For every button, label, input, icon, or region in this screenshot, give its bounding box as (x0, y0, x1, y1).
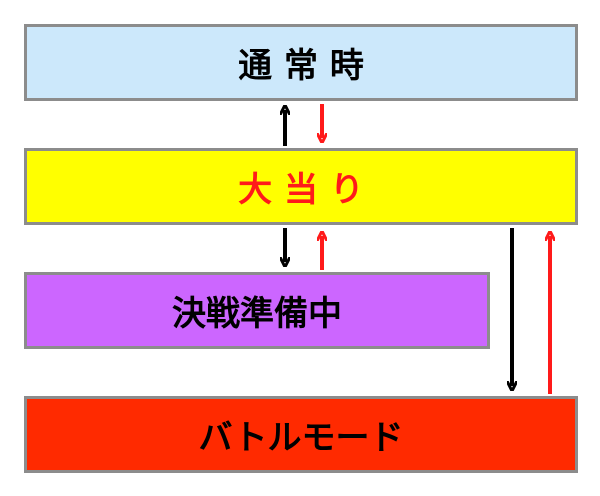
state-battle-mode-label: バトルモード (198, 418, 404, 458)
state-normal-label: 通 常 時 (238, 46, 364, 86)
state-battle-mode: バトルモード (24, 396, 578, 473)
state-jackpot-label: 大 当 り (238, 170, 364, 210)
state-normal: 通 常 時 (24, 24, 578, 101)
state-jackpot: 大 当 り (24, 148, 578, 225)
state-battle-prep-label: 決戦準備中 (172, 294, 342, 334)
state-battle-prep: 決戦準備中 (24, 272, 490, 349)
